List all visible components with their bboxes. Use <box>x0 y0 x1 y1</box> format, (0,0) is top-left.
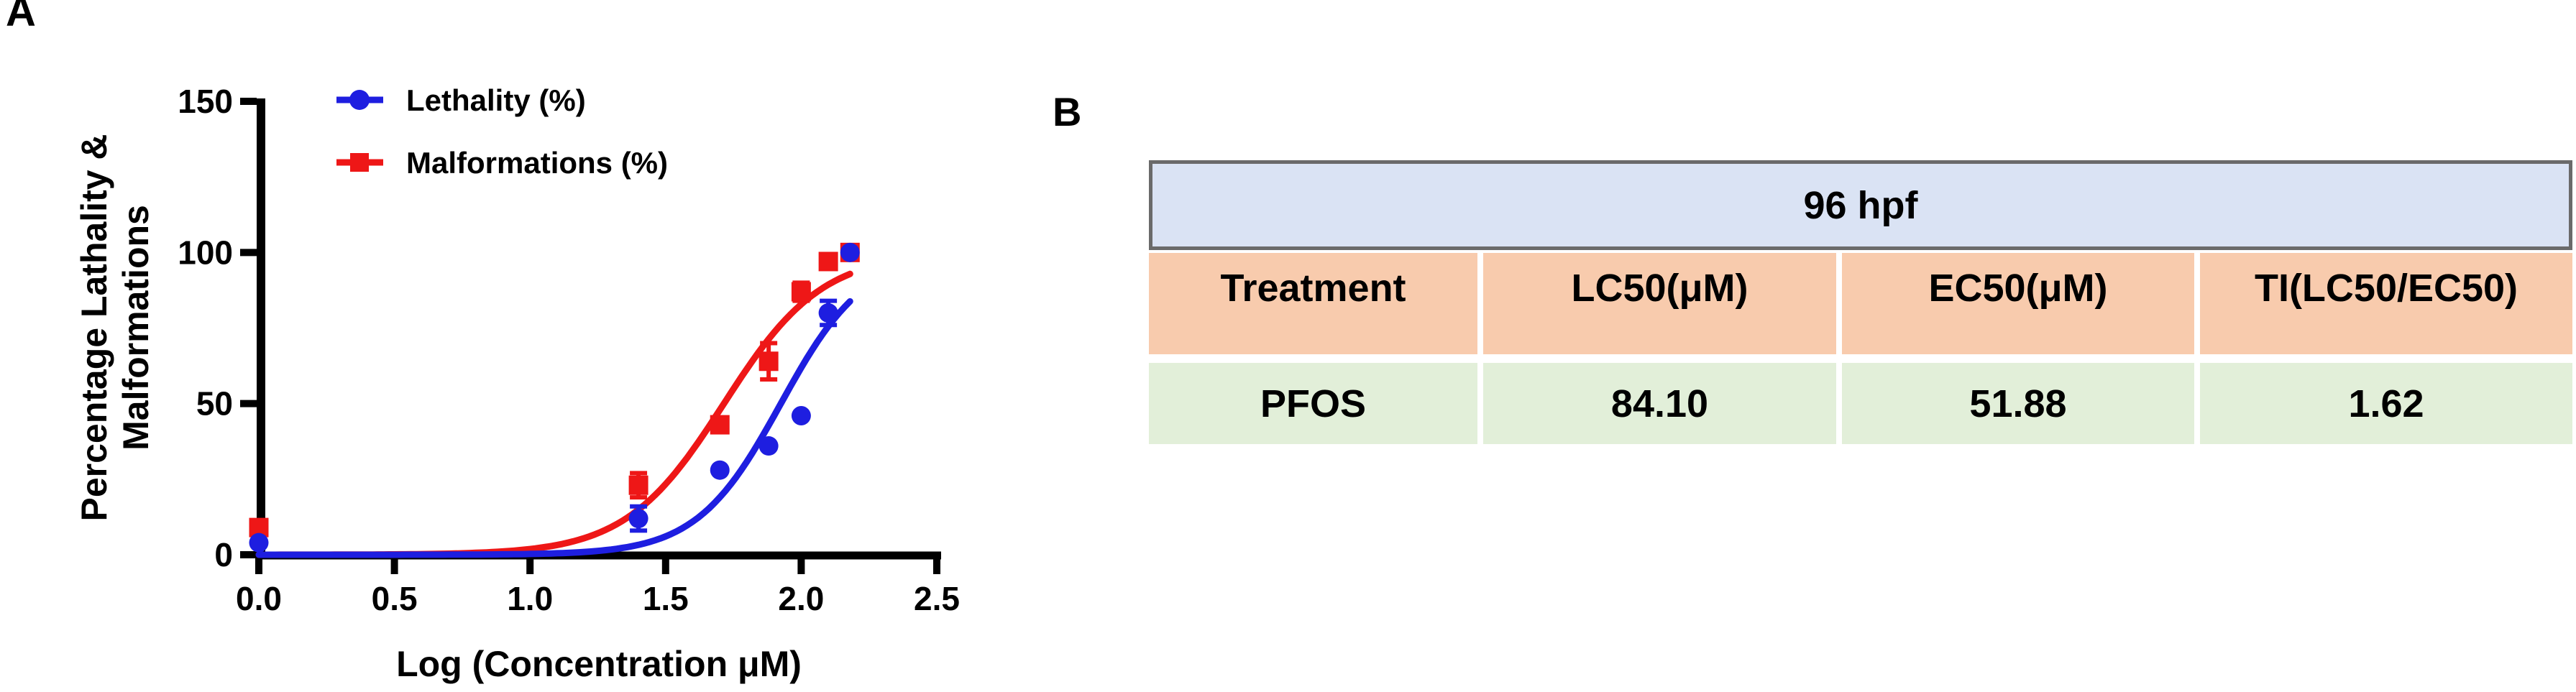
x-tick-label: 1.5 <box>643 580 689 617</box>
fit-curve <box>255 297 853 558</box>
y-axis-title-line2: Malformations <box>116 205 156 451</box>
data-point <box>249 532 269 553</box>
data-point <box>628 509 648 529</box>
x-tick-label: 2.0 <box>778 580 824 617</box>
y-axis-title-line1: Percentage Lathality & <box>74 134 114 521</box>
panel-b-label: B <box>1053 89 1082 134</box>
table-cell-lc50: 84.10 <box>1483 363 1836 444</box>
results-table: 96 hpf Treatment LC50(μM) EC50(μM) TI(LC… <box>1149 160 2572 444</box>
table-cell-ti: 1.62 <box>2200 363 2572 444</box>
data-point <box>818 252 838 272</box>
legend-label: Lethality (%) <box>406 83 586 117</box>
legend-circle-marker <box>349 90 370 110</box>
table-cell-ec50: 51.88 <box>1842 363 2194 444</box>
data-point <box>791 282 811 302</box>
panel-a-label: A <box>6 0 36 35</box>
x-tick-label: 2.5 <box>914 580 960 617</box>
table-header-row: Treatment LC50(μM) EC50(μM) TI(LC50/EC50… <box>1149 253 2572 354</box>
data-point <box>758 351 779 372</box>
table-title: 96 hpf <box>1149 160 2572 250</box>
legend-square-marker <box>350 153 369 172</box>
x-tick-label: 1.0 <box>507 580 553 617</box>
table-row: PFOS 84.10 51.88 1.62 <box>1149 363 2572 444</box>
data-point <box>710 415 730 435</box>
fit-curve <box>255 270 853 558</box>
y-tick-label: 0 <box>214 536 233 573</box>
x-tick-label: 0.5 <box>372 580 418 617</box>
y-tick-label: 100 <box>178 234 233 271</box>
table-header-cell-treatment: Treatment <box>1149 253 1477 354</box>
data-point <box>758 436 779 456</box>
data-point <box>628 475 648 495</box>
data-point <box>791 405 811 425</box>
data-point <box>710 460 730 480</box>
table-cell-treatment: PFOS <box>1149 363 1477 444</box>
table-header-cell-ti: TI(LC50/EC50) <box>2200 253 2572 354</box>
x-tick-label: 0.0 <box>236 580 282 617</box>
table-header-cell-lc50: LC50(μM) <box>1483 253 1836 354</box>
y-tick-label: 150 <box>178 83 233 120</box>
y-tick-label: 50 <box>196 385 233 423</box>
data-point <box>818 303 838 323</box>
table-header-cell-ec50: EC50(μM) <box>1842 253 2194 354</box>
x-axis-title: Log (Concentration μM) <box>396 644 802 684</box>
legend-label: Malformations (%) <box>406 146 668 180</box>
data-point <box>840 242 860 262</box>
